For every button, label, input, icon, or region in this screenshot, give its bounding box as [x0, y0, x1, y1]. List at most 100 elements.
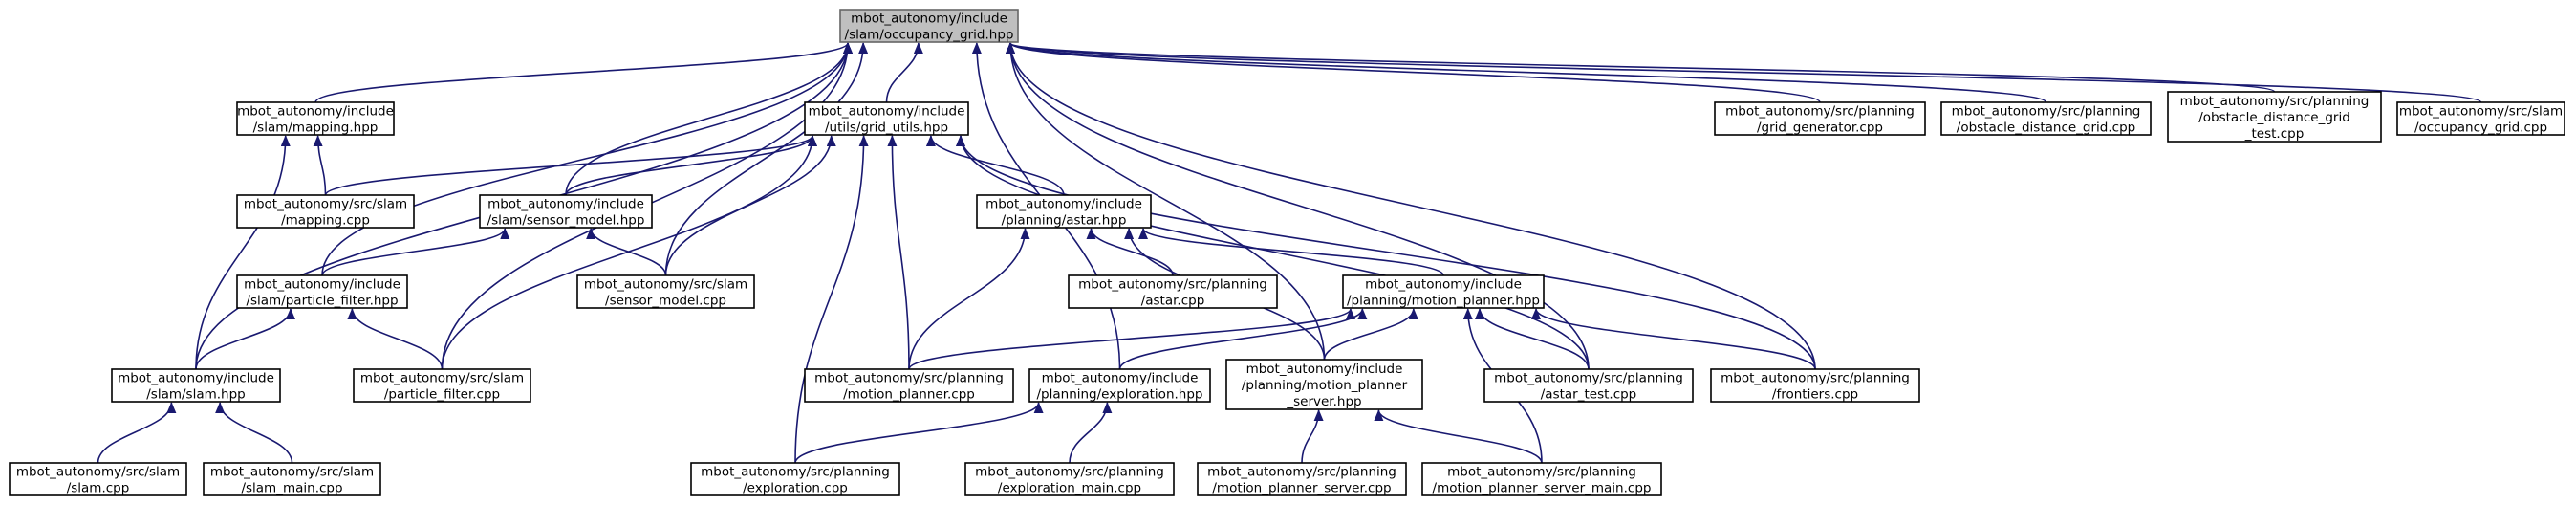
- node-label-line: /astar_test.cpp: [1541, 387, 1637, 403]
- node-label-line: /slam.cpp: [67, 481, 130, 496]
- node-box: [964, 462, 1175, 496]
- node-box: [236, 274, 408, 309]
- edge-frontiers_cpp-to-occupancy_grid_hpp: [1006, 42, 1816, 370]
- node-box: [1421, 462, 1662, 496]
- edge-astar_test_cpp-to-occupancy_grid_hpp: [1006, 42, 1590, 370]
- node-label-line: mbot_autonomy/src/planning: [2180, 94, 2370, 109]
- node-sensor-model-hpp[interactable]: mbot_autonomy/include/slam/sensor_model.…: [479, 194, 653, 229]
- node-occupancy-grid-hpp[interactable]: mbot_autonomy/include/slam/occupancy_gri…: [839, 9, 1019, 43]
- node-slam-main-cpp[interactable]: mbot_autonomy/src/slam/slam_main.cpp: [203, 462, 381, 496]
- node-label-line: /motion_planner.cpp: [843, 387, 975, 403]
- node-obstacle-distance-grid-test-cpp[interactable]: mbot_autonomy/src/planning/obstacle_dist…: [2167, 91, 2382, 143]
- node-label-line: /obstacle_distance_grid.cpp: [1957, 121, 2135, 136]
- edge-motion_planner_cpp-to-astar_hpp: [908, 228, 1030, 370]
- node-mapping-hpp[interactable]: mbot_autonomy/include/slam/mapping.hpp: [236, 101, 395, 136]
- node-frontiers-cpp[interactable]: mbot_autonomy/src/planning/frontiers.cpp: [1710, 368, 1920, 403]
- node-box: [353, 368, 531, 403]
- node-label-line: mbot_autonomy/include: [487, 197, 644, 212]
- edge-slam_hpp-to-particle_filter_hpp: [195, 308, 295, 370]
- node-astar-hpp[interactable]: mbot_autonomy/include/planning/astar.hpp: [976, 194, 1152, 229]
- node-motion-planner-cpp[interactable]: mbot_autonomy/src/planning/motion_planne…: [804, 368, 1014, 403]
- node-box: [2396, 101, 2565, 136]
- node-slam-hpp[interactable]: mbot_autonomy/include/slam/slam.hpp: [111, 368, 281, 403]
- node-label-line: mbot_autonomy/src/planning: [1725, 104, 1915, 120]
- edge-exploration_hpp-to-motion_planner_hpp: [1118, 308, 1368, 370]
- node-label-line: mbot_autonomy/src/slam: [584, 277, 747, 293]
- node-motion-planner-server-hpp[interactable]: mbot_autonomy/include/planning/motion_pl…: [1225, 359, 1423, 410]
- edge-motion_planner_hpp-to-astar_hpp: [1138, 228, 1444, 276]
- node-label-line: /utils/grid_utils.hpp: [825, 121, 948, 136]
- node-label-line: mbot_autonomy/include: [244, 277, 400, 293]
- node-exploration-hpp[interactable]: mbot_autonomy/include/planning/explorati…: [1028, 368, 1211, 403]
- node-box: [1483, 368, 1694, 403]
- node-label-line: mbot_autonomy/src/slam: [210, 465, 374, 480]
- node-box: [2167, 91, 2382, 143]
- node-astar-test-cpp[interactable]: mbot_autonomy/src/planning/astar_test.cp…: [1483, 368, 1694, 403]
- node-label-line: mbot_autonomy/src/planning: [1494, 371, 1683, 386]
- edge-motion_planner_cpp-to-grid_utils_hpp: [887, 135, 910, 370]
- node-grid-generator-cpp[interactable]: mbot_autonomy/src/planning/grid_generato…: [1714, 101, 1926, 136]
- node-label-line: mbot_autonomy/include: [237, 104, 394, 120]
- edge-particle_filter_cpp-to-grid_utils_hpp: [441, 135, 817, 370]
- node-box: [1028, 368, 1211, 403]
- edge-slam_main_cpp-to-slam_hpp: [215, 402, 293, 464]
- node-motion-planner-server-cpp[interactable]: mbot_autonomy/src/planning/motion_planne…: [1197, 462, 1407, 496]
- node-label-line: /slam_main.cpp: [241, 481, 342, 496]
- node-particle-filter-cpp[interactable]: mbot_autonomy/src/slam/particle_filter.c…: [353, 368, 531, 403]
- node-box: [9, 462, 187, 496]
- node-label-line: /planning/motion_planner.hpp: [1347, 294, 1540, 309]
- node-label-line: /exploration_main.cpp: [998, 481, 1141, 496]
- edge-astar_cpp-to-astar_hpp: [1086, 228, 1174, 276]
- node-label-line: mbot_autonomy/include: [851, 11, 1007, 27]
- node-obstacle-distance-grid-cpp[interactable]: mbot_autonomy/src/planning/obstacle_dist…: [1940, 101, 2152, 136]
- node-label-line: /slam/mapping.hpp: [253, 121, 379, 136]
- node-box: [804, 101, 969, 136]
- node-motion-planner-hpp[interactable]: mbot_autonomy/include/planning/motion_pl…: [1342, 274, 1545, 309]
- node-label-line: /frontiers.cpp: [1772, 387, 1858, 403]
- node-label-line: mbot_autonomy/include: [809, 104, 965, 120]
- node-motion-planner-server-main-cpp[interactable]: mbot_autonomy/src/planning/motion_planne…: [1421, 462, 1662, 496]
- node-label-line: /planning/exploration.hpp: [1037, 387, 1203, 403]
- node-box: [203, 462, 381, 496]
- node-astar-cpp[interactable]: mbot_autonomy/src/planning/astar.cpp: [1068, 274, 1278, 309]
- node-slam-cpp[interactable]: mbot_autonomy/src/slam/slam.cpp: [9, 462, 187, 496]
- node-mapping-cpp[interactable]: mbot_autonomy/src/slam/mapping.cpp: [236, 194, 415, 229]
- node-label-line: mbot_autonomy/include: [118, 371, 274, 386]
- node-label-line: mbot_autonomy/src/slam: [16, 465, 180, 480]
- node-label-line: mbot_autonomy/src/planning: [1207, 465, 1396, 480]
- node-box: [1714, 101, 1926, 136]
- edge-motion_planner_server_hpp-to-occupancy_grid_hpp: [1006, 42, 1326, 361]
- edge-layer: [97, 42, 2482, 464]
- node-layer: mbot_autonomy/include/slam/occupancy_gri…: [9, 9, 2565, 496]
- node-box: [804, 368, 1014, 403]
- node-label-line: mbot_autonomy/src/slam: [360, 371, 524, 386]
- edge-slam_hpp-to-mapping_hpp: [195, 135, 291, 370]
- node-grid-utils-hpp[interactable]: mbot_autonomy/include/utils/grid_utils.h…: [804, 101, 969, 136]
- node-box: [1710, 368, 1920, 403]
- edge-particle_filter_cpp-to-particle_filter_hpp: [347, 308, 444, 370]
- node-label-line: mbot_autonomy/src/planning: [1447, 465, 1636, 480]
- node-exploration-main-cpp[interactable]: mbot_autonomy/src/planning/exploration_m…: [964, 462, 1175, 496]
- node-particle-filter-hpp[interactable]: mbot_autonomy/include/slam/particle_filt…: [236, 274, 408, 309]
- node-label-line: /astar.cpp: [1141, 294, 1205, 309]
- edge-grid_generator_cpp-to-occupancy_grid_hpp: [1006, 42, 1821, 103]
- edge-frontiers_cpp-to-motion_planner_hpp: [1531, 308, 1816, 370]
- node-occupancy-grid-cpp[interactable]: mbot_autonomy/src/slam/occupancy_grid.cp…: [2396, 101, 2565, 136]
- edge-particle_filter_hpp-to-occupancy_grid_hpp: [321, 42, 853, 276]
- edge-obstacle_distance_grid_test_cpp-to-occupancy_grid_hpp: [1006, 42, 2276, 93]
- node-label-line: /grid_generator.cpp: [1757, 121, 1883, 136]
- node-label-line: /slam/occupancy_grid.hpp: [845, 28, 1014, 43]
- node-box: [1225, 359, 1423, 410]
- edge-motion_planner_server_main_cpp-to-motion_planner_server_hpp: [1374, 409, 1543, 464]
- node-label-line: mbot_autonomy/src/planning: [701, 465, 890, 480]
- node-label-line: /exploration.cpp: [743, 481, 848, 496]
- node-sensor-model-cpp[interactable]: mbot_autonomy/src/slam/sensor_model.cpp: [576, 274, 755, 309]
- node-box: [976, 194, 1152, 229]
- node-label-line: mbot_autonomy/src/slam: [2399, 104, 2563, 120]
- edge-obstacle_distance_grid_cpp-to-occupancy_grid_hpp: [1006, 42, 2047, 103]
- edge-mapping_cpp-to-mapping_hpp: [313, 135, 327, 196]
- node-label-line: /slam/slam.hpp: [146, 387, 246, 403]
- node-label-line: _server.hpp: [1286, 394, 1361, 409]
- node-exploration-cpp[interactable]: mbot_autonomy/src/planning/exploration.c…: [690, 462, 900, 496]
